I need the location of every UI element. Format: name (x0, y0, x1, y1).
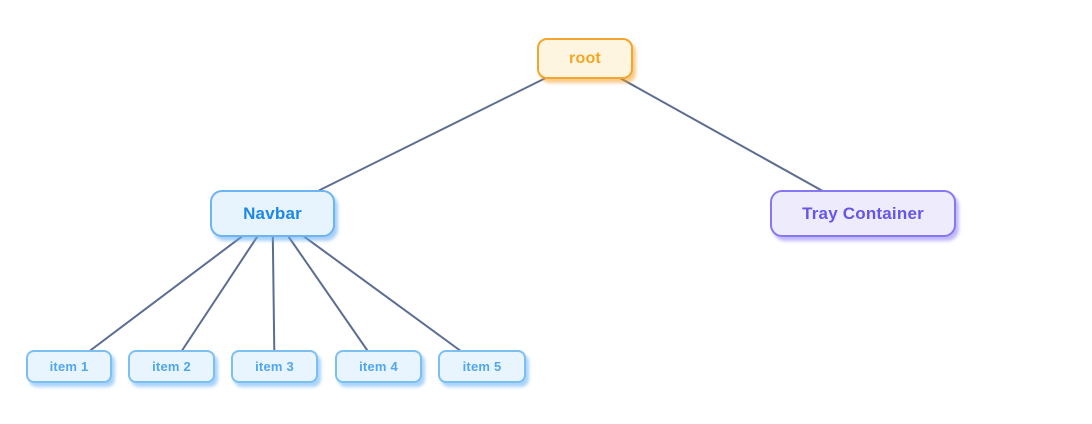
node-item-5[interactable]: item 5 (438, 350, 526, 383)
node-item-4[interactable]: item 4 (335, 350, 422, 383)
node-item-2-label: item 2 (152, 359, 191, 374)
node-navbar-label: Navbar (243, 203, 302, 223)
node-tray-container-label: Tray Container (802, 203, 924, 223)
node-item-1-label: item 1 (49, 359, 89, 374)
node-navbar[interactable]: Navbar (210, 190, 335, 237)
node-item-3[interactable]: item 3 (231, 350, 318, 383)
node-root[interactable]: root (537, 38, 633, 79)
node-item-3-label: item 3 (255, 359, 294, 374)
node-root-label: root (569, 49, 601, 67)
node-item-2[interactable]: item 2 (128, 350, 215, 383)
node-item-4-label: item 4 (359, 359, 398, 374)
node-item-1[interactable]: item 1 (26, 350, 112, 383)
node-tray-container[interactable]: Tray Container (770, 190, 956, 237)
node-item-5-label: item 5 (462, 359, 502, 374)
